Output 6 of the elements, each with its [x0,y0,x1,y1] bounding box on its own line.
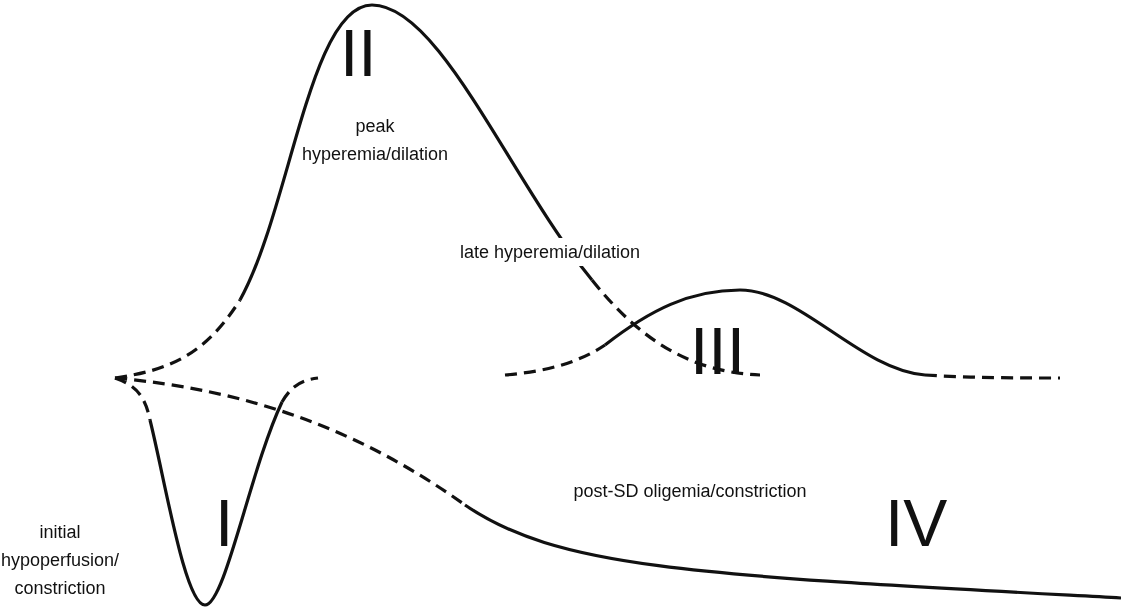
phase-label: initial hypoperfusion/ constriction [0,521,121,600]
phase-numeral: IV [885,490,949,556]
phase-numeral: I [215,490,235,556]
phase-numeral: II [340,20,378,86]
phase-label: peak hyperemia/dilation [300,115,450,166]
phase-label: post-SD oligemia/constriction [572,480,808,503]
